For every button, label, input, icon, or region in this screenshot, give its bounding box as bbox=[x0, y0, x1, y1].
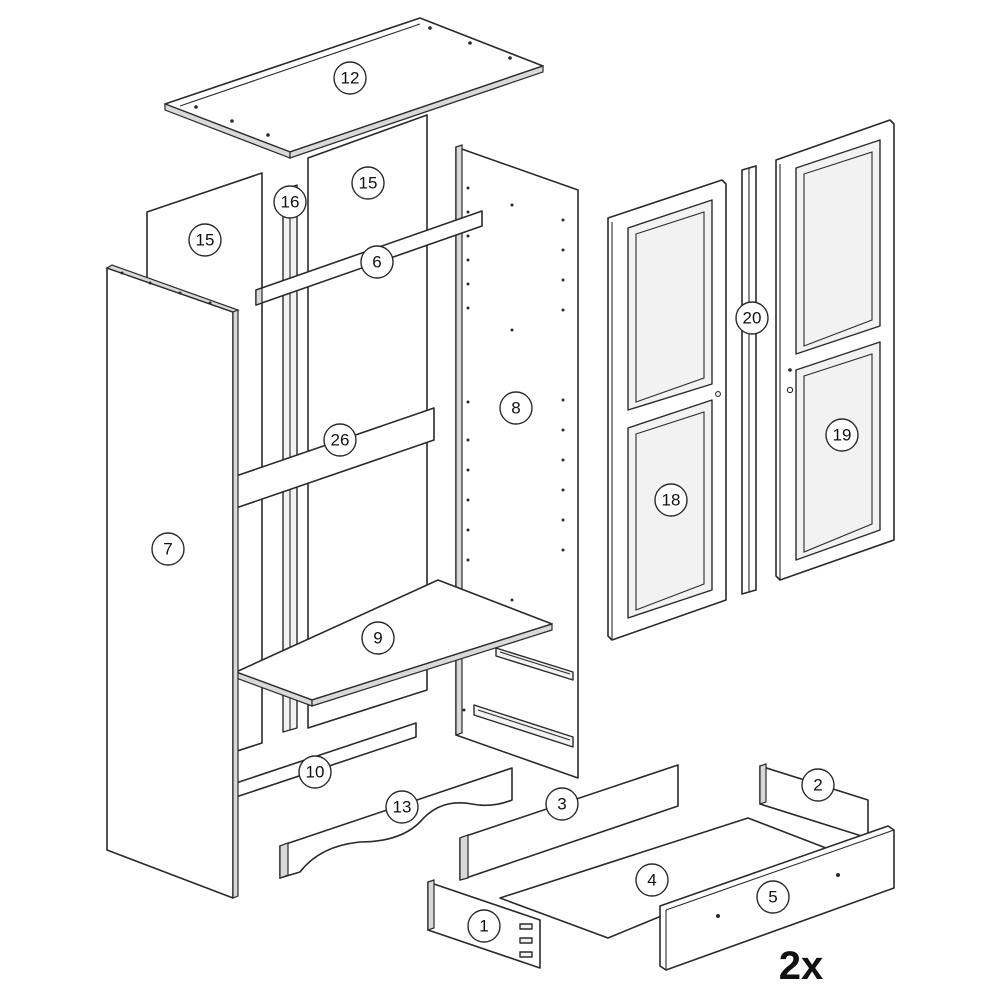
callout-5-label: 5 bbox=[768, 888, 777, 907]
callout-12-label: 12 bbox=[341, 69, 360, 88]
callout-15-right: 15 bbox=[351, 166, 385, 200]
callout-16-label: 16 bbox=[281, 193, 300, 212]
shelf-pin-holes bbox=[462, 186, 565, 712]
callout-7: 7 bbox=[151, 532, 185, 566]
callout-12: 12 bbox=[333, 61, 367, 95]
callout-2: 2 bbox=[801, 768, 835, 802]
callout-8: 8 bbox=[499, 391, 533, 425]
part-13-plinth bbox=[279, 767, 513, 879]
callout-15-left-label: 15 bbox=[196, 231, 215, 250]
callout-18-label: 18 bbox=[662, 491, 681, 510]
callout-13-label: 13 bbox=[393, 798, 412, 817]
callout-10: 10 bbox=[298, 755, 332, 789]
callout-6: 6 bbox=[360, 245, 394, 279]
callout-1: 1 bbox=[467, 909, 501, 943]
drawer-runner-lower bbox=[473, 704, 574, 748]
drawer-runner-upper bbox=[495, 647, 574, 681]
callout-18: 18 bbox=[654, 483, 688, 517]
callout-4: 4 bbox=[635, 863, 669, 897]
part-3-drawer-back bbox=[459, 764, 679, 881]
callout-3-label: 3 bbox=[557, 795, 566, 814]
part-7-left-side-panel bbox=[105, 264, 240, 899]
callout-3: 3 bbox=[545, 787, 579, 821]
callout-20-label: 20 bbox=[743, 309, 762, 328]
callout-9-label: 9 bbox=[373, 629, 382, 648]
part-19-right-door bbox=[775, 119, 895, 581]
callout-19: 19 bbox=[825, 418, 859, 452]
callout-5: 5 bbox=[756, 880, 790, 914]
callout-8-label: 8 bbox=[511, 399, 520, 418]
part-8-right-side-panel bbox=[455, 144, 579, 779]
callout-16: 16 bbox=[273, 185, 307, 219]
callout-9: 9 bbox=[361, 621, 395, 655]
callout-26: 26 bbox=[323, 423, 357, 457]
callout-7-label: 7 bbox=[163, 540, 172, 559]
callout-4-label: 4 bbox=[647, 871, 656, 890]
part-20-door-trim bbox=[741, 165, 757, 595]
part-18-left-door bbox=[607, 179, 727, 641]
callout-26-label: 26 bbox=[331, 431, 350, 450]
callout-13: 13 bbox=[385, 790, 419, 824]
drawer-quantity-label: 2x bbox=[779, 944, 824, 988]
callout-15-right-label: 15 bbox=[359, 174, 378, 193]
callout-6-label: 6 bbox=[372, 253, 381, 272]
callout-10-label: 10 bbox=[306, 763, 325, 782]
callout-20: 20 bbox=[735, 301, 769, 335]
callout-15-left: 15 bbox=[188, 223, 222, 257]
callout-2-label: 2 bbox=[813, 776, 822, 795]
callout-19-label: 19 bbox=[833, 426, 852, 445]
callout-1-label: 1 bbox=[479, 917, 488, 936]
